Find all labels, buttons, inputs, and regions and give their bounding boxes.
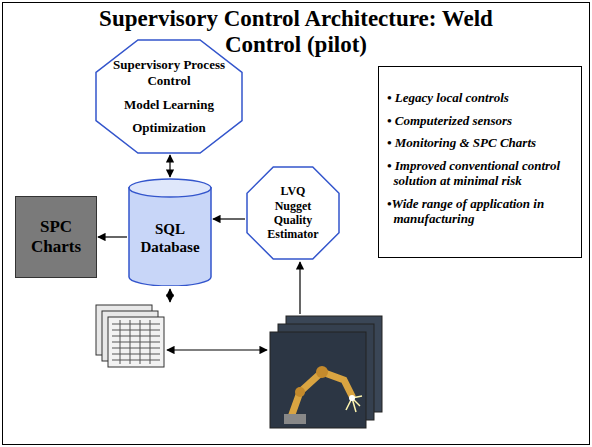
controller-stack bbox=[96, 305, 164, 367]
output-box: SPC Charts bbox=[15, 196, 97, 278]
bullet-box: • Legacy local controls • Computerized se… bbox=[378, 66, 582, 258]
data-arrow bbox=[167, 349, 267, 350]
node-text: Model Learning bbox=[109, 97, 229, 113]
data-arrow bbox=[98, 236, 127, 237]
node-text: •Wide range of application in manufactur… bbox=[387, 196, 575, 227]
data-arrow bbox=[169, 155, 170, 177]
process-octagon: Supervisory Process ControlModel Learnin… bbox=[95, 39, 243, 154]
node-text: • Computerized sensors bbox=[387, 113, 575, 129]
data-arrow bbox=[213, 218, 245, 219]
data-arrow bbox=[169, 289, 170, 302]
node-text: SPC Charts bbox=[22, 217, 90, 258]
node-text: SQL Database bbox=[134, 220, 206, 256]
node-text: • Legacy local controls bbox=[387, 90, 575, 106]
node-text: LVQ Nugget Quality Estimator bbox=[261, 184, 325, 242]
node-text: • Monitoring & SPC Charts bbox=[387, 135, 575, 151]
data-arrow bbox=[299, 262, 300, 314]
slide-frame bbox=[3, 3, 590, 445]
node-text: Optimization bbox=[109, 120, 229, 136]
estimator-octagon: LVQ Nugget Quality Estimator bbox=[246, 166, 340, 260]
database-cylinder: SQL Database bbox=[128, 178, 212, 286]
node-text: Supervisory Process Control bbox=[109, 57, 229, 88]
node-text: • Improved conventional control solution… bbox=[387, 158, 575, 189]
robot-photo bbox=[270, 316, 382, 428]
